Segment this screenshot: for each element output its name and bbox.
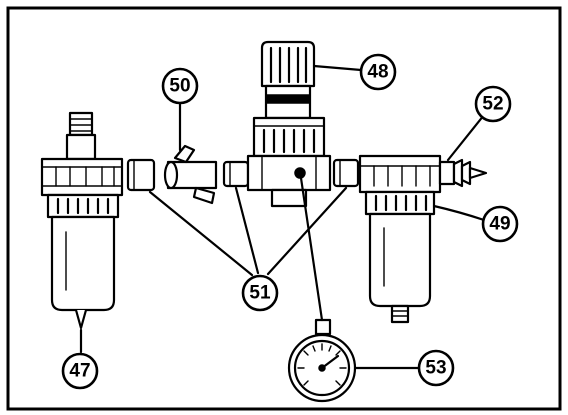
callout-52-label: 52	[482, 94, 503, 115]
ball-valve	[126, 144, 218, 205]
lubricator-unit	[40, 111, 124, 330]
callout-49: 49	[481, 205, 519, 243]
callout-53-label: 53	[425, 358, 446, 379]
regulator-unit	[246, 40, 332, 208]
leader-lines	[79, 64, 486, 370]
coupling-nipples	[222, 158, 360, 188]
callout-48: 48	[359, 53, 397, 91]
filter-unit	[358, 154, 442, 324]
callout-50: 50	[161, 67, 199, 105]
callout-50-label: 50	[169, 76, 190, 97]
callout-53: 53	[417, 349, 455, 387]
callout-51-label: 51	[249, 283, 271, 304]
callout-48-label: 48	[367, 62, 388, 83]
border-frame	[6, 6, 562, 411]
hose-barb-fitting	[438, 158, 488, 188]
callout-49-label: 49	[489, 214, 510, 235]
callout-51: 51	[241, 274, 279, 312]
callout-52: 52	[474, 85, 512, 123]
callout-47: 47	[61, 352, 99, 390]
pressure-gauge	[287, 318, 357, 403]
callout-47-label: 47	[69, 361, 90, 382]
